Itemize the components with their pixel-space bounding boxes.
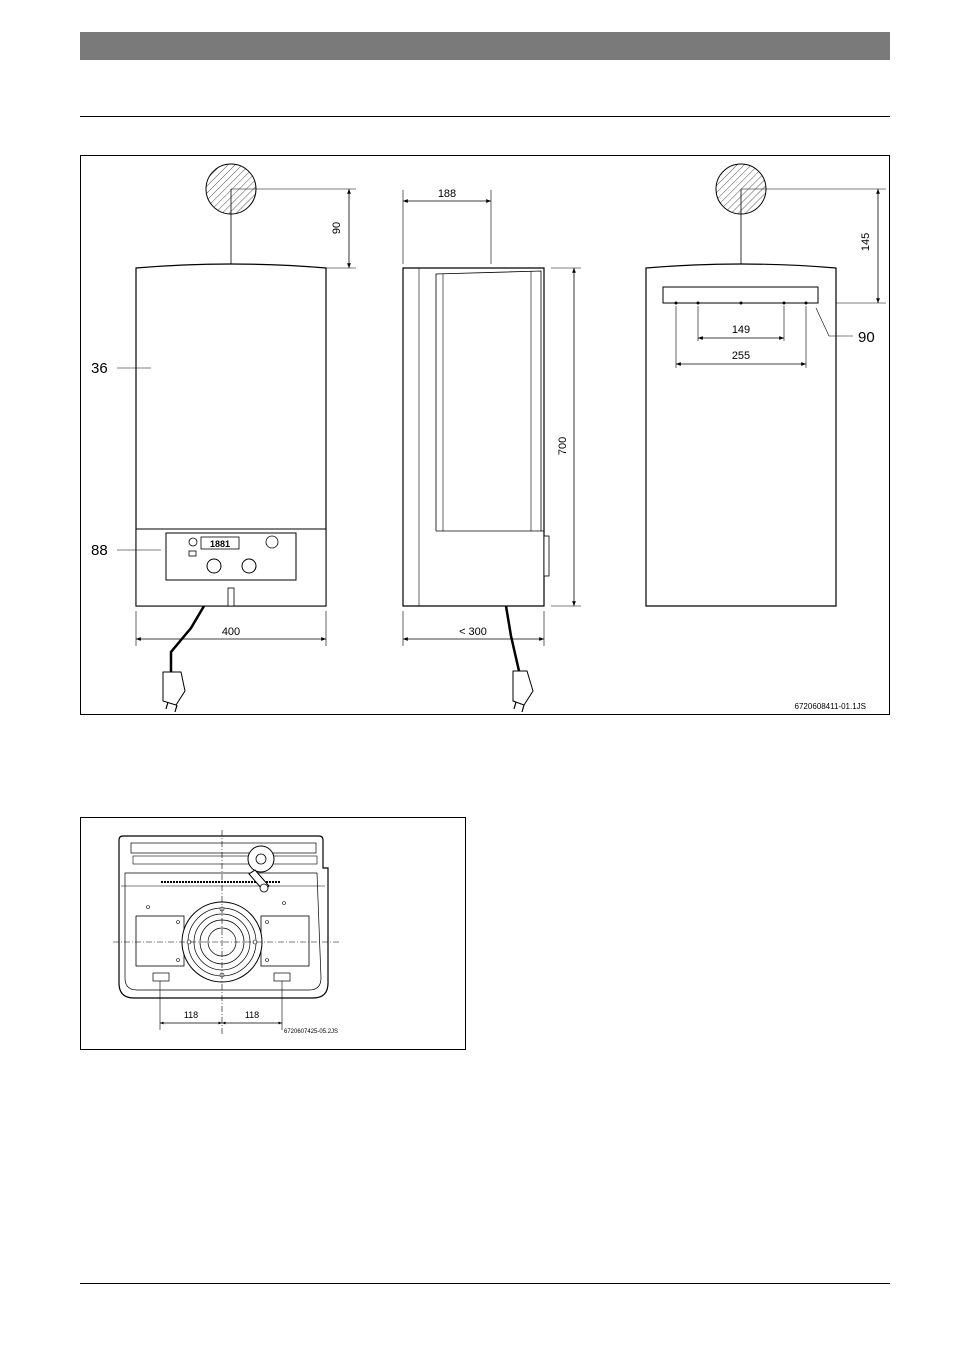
heating-knob <box>207 559 221 573</box>
underside-reference: 6720607425-05.2JS <box>284 1029 338 1035</box>
dim-side-depth-bottom: < 300 <box>459 626 487 638</box>
power-cable-side <box>506 606 519 671</box>
dimension-drawing: 90 1881 36 88 400 188 <box>81 156 891 716</box>
dim-rear-clearance: 145 <box>860 233 872 251</box>
dim-side-depth-top: 188 <box>438 188 456 200</box>
rear-view: 145 149 255 90 <box>646 164 886 606</box>
front-view: 90 1881 36 88 400 <box>91 164 356 712</box>
figure-dimensions: 90 1881 36 88 400 188 <box>80 155 890 715</box>
dim-rear-outer: 255 <box>732 350 750 362</box>
mounting-plate-right <box>261 916 309 966</box>
figure-underside: 118 118 6720607425-05.2JS <box>80 817 466 1050</box>
side-casing <box>403 268 544 606</box>
header-bar <box>80 32 890 60</box>
power-button <box>189 538 197 546</box>
rear-casing <box>646 264 836 606</box>
dim-front-clearance: 90 <box>331 222 343 234</box>
wall-rail <box>663 287 818 303</box>
connector-right <box>274 973 290 981</box>
dim-underside-left: 118 <box>184 1010 198 1020</box>
dim-underside-right: 118 <box>245 1010 259 1020</box>
header-rule <box>80 116 890 117</box>
connector-left <box>153 973 169 981</box>
dim-side-height: 700 <box>557 437 569 455</box>
dim-front-width: 400 <box>222 626 240 638</box>
footer-rule <box>80 1283 890 1284</box>
side-view: 188 700 < 300 <box>403 188 581 712</box>
burner-indicator <box>266 536 278 548</box>
callout-88: 88 <box>91 542 108 559</box>
plug-front <box>163 672 185 705</box>
callout-90: 90 <box>858 329 875 346</box>
callout-36: 36 <box>91 360 108 377</box>
hot-water-knob <box>242 559 256 573</box>
underside-drawing: 118 118 6720607425-05.2JS <box>81 818 467 1051</box>
mounting-plate-left <box>136 916 184 966</box>
plug-side <box>513 671 533 705</box>
dim-rear-inner: 149 <box>732 324 750 336</box>
figure-reference: 6720608411-01.1JS <box>795 702 866 711</box>
display-readout: 1881 <box>210 539 230 549</box>
